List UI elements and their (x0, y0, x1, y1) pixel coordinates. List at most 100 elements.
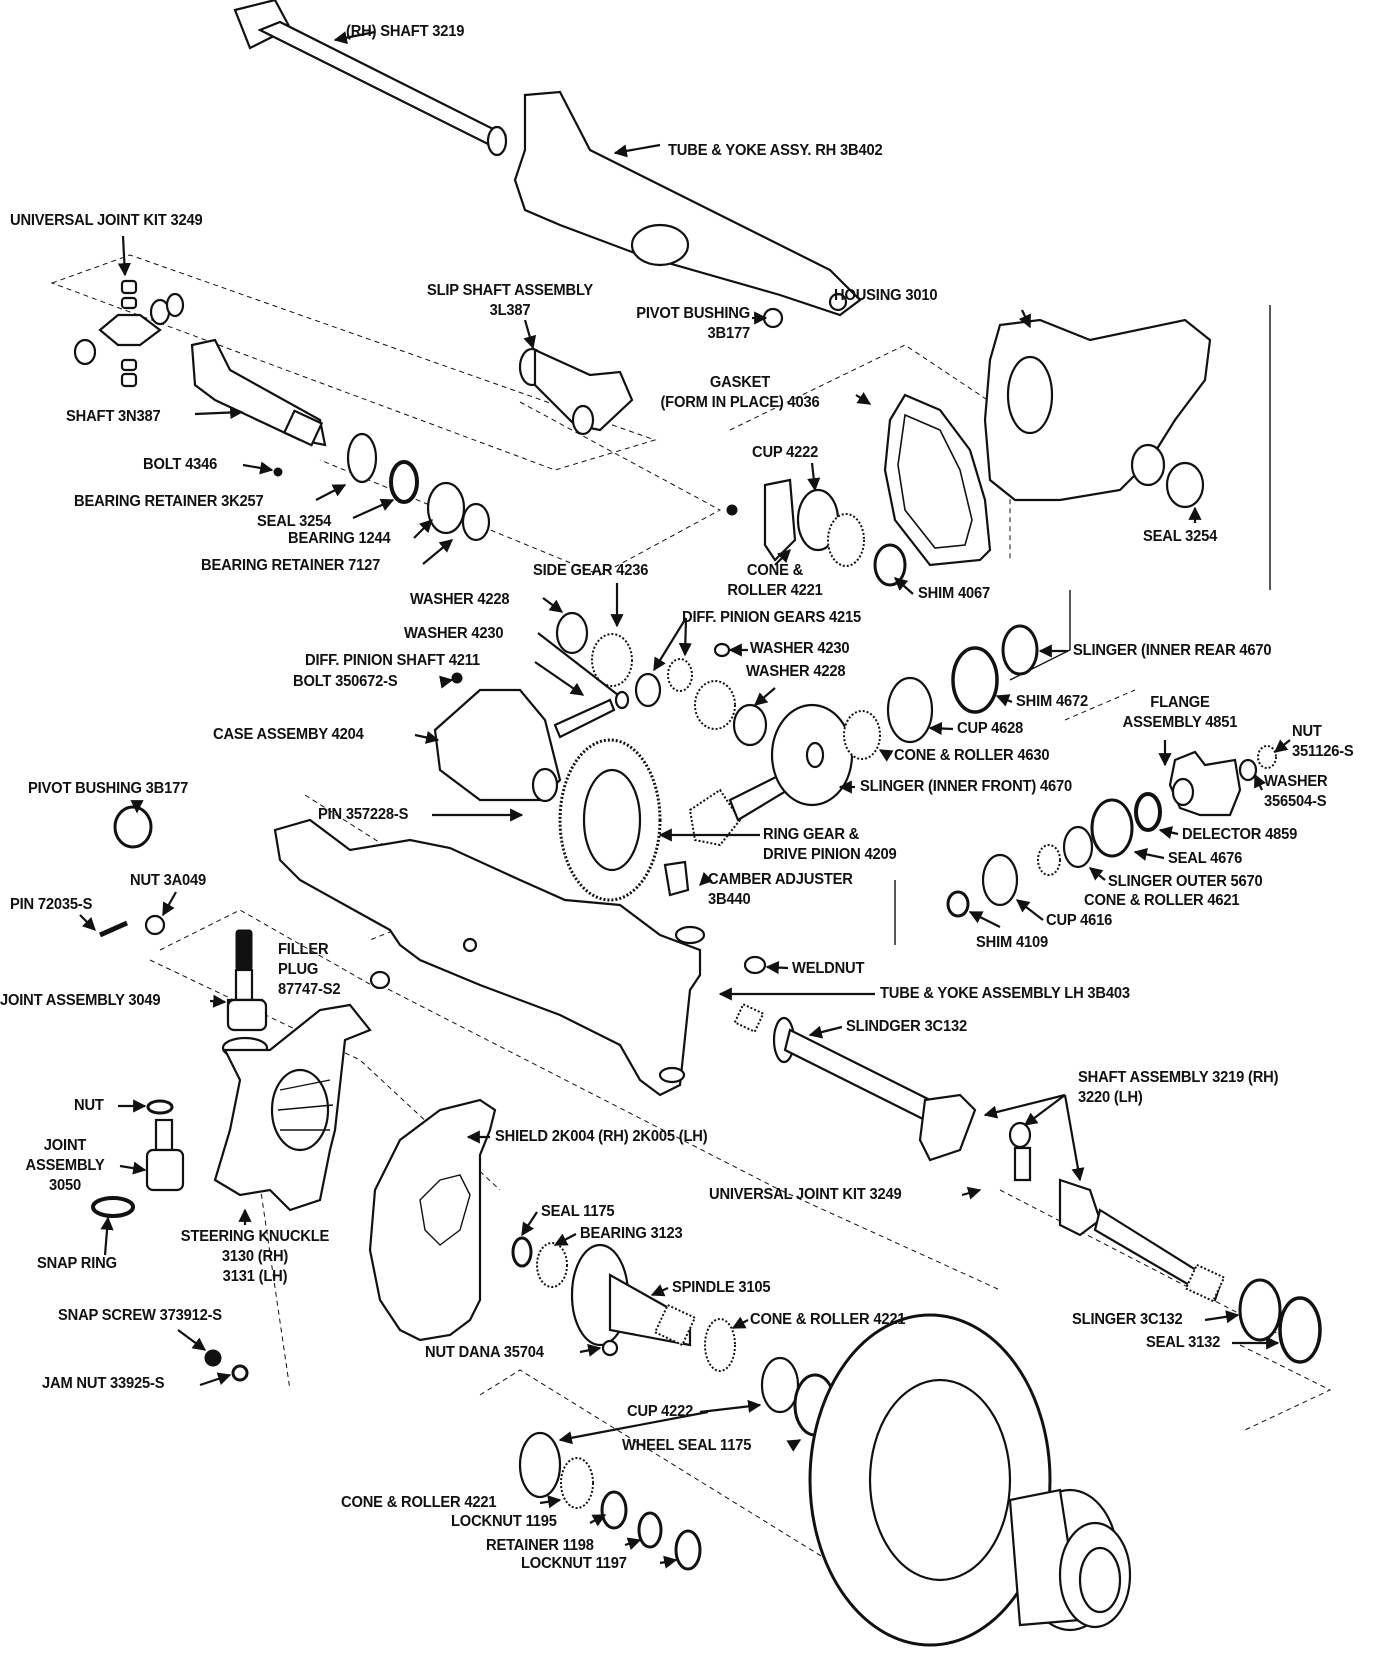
pivot-bushing-3b177-left-part (113, 805, 153, 849)
bearing-retainer-7127-part (461, 502, 491, 542)
cup-4628-part (886, 676, 934, 744)
tube-yoke-rh-part (513, 90, 862, 317)
bearing-3123-part (536, 1242, 568, 1288)
cone-roller-4630-part (843, 710, 881, 760)
pin-72035-s-part (98, 920, 129, 938)
cup-4616-part (981, 853, 1019, 907)
cone-roller-4621-part (1037, 844, 1061, 876)
label-shaft-assembly-3219-3220: SHAFT ASSEMBLY 3219 (RH) 3220 (LH) (1078, 1069, 1279, 1106)
label-universal-joint-kit-3249-top: UNIVERSAL JOINT KIT 3249 (10, 212, 203, 229)
joint-assembly-3050-part (145, 1118, 185, 1192)
label-delector-4859: DELECTOR 4859 (1182, 826, 1298, 843)
label-shim-4067: SHIM 4067 (918, 585, 990, 602)
label-camber-adjuster-3b440: CAMBER ADJUSTER 3B440 (708, 871, 853, 908)
label-seal-4676: SEAL 4676 (1168, 850, 1243, 867)
label-wheel-seal-1175: WHEEL SEAL 1175 (622, 1437, 752, 1454)
slip-shaft-assembly-part (518, 347, 634, 436)
label-bearing-3123: BEARING 3123 (580, 1225, 683, 1242)
pivot-bushing-top-part (762, 307, 784, 329)
label-spindle-3105: SPINDLE 3105 (672, 1279, 771, 1296)
weldnut-part (743, 955, 767, 975)
label-slindger-3c132: SLINDGER 3C132 (846, 1018, 967, 1035)
washer-4230-left-part (614, 690, 630, 710)
label-slinger-outer-5670: SLINGER OUTER 5670 (1108, 873, 1263, 890)
label-tube-yoke-rh-3b402: TUBE & YOKE ASSY. RH 3B402 (668, 142, 883, 159)
label-case-assembly-4204: CASE ASSEMBY 4204 (213, 726, 364, 743)
label-washer-4228-right: WASHER 4228 (746, 663, 846, 680)
label-slinger-inner-rear-4670: SLINGER (INNER REAR 4670 (1073, 642, 1272, 659)
label-cone-roller-4621: CONE & ROLLER 4621 (1084, 892, 1240, 909)
jam-nut-part (231, 1364, 249, 1382)
label-snap-screw-373912-s: SNAP SCREW 373912-S (58, 1307, 222, 1324)
nut-351126-s-part (1257, 745, 1277, 769)
label-nut-dana-35704: NUT DANA 35704 (425, 1344, 544, 1361)
gasket-inner-outline (897, 413, 973, 549)
label-side-gear-4236: SIDE GEAR 4236 (533, 562, 649, 579)
label-diff-pinion-shaft-4211: DIFF. PINION SHAFT 4211 (305, 652, 480, 669)
bolt-cap-part (726, 504, 738, 516)
seal-3254-left-part (389, 460, 419, 504)
label-rh-shaft-3219: (RH) SHAFT 3219 (346, 23, 465, 40)
camber-adjuster-part (663, 860, 690, 897)
label-bolt-4346: BOLT 4346 (143, 456, 218, 473)
label-locknut-1195: LOCKNUT 1195 (451, 1513, 557, 1530)
bearing-cap-part (763, 478, 797, 562)
cup-4222-bottom-left-part (518, 1431, 562, 1499)
washer-4228-left-part (555, 611, 589, 655)
label-cup-4628: CUP 4628 (957, 720, 1024, 737)
label-pivot-bushing-3b177-top: PIVOT BUSHING 3B177 (636, 305, 750, 342)
label-bearing-retainer-7127: BEARING RETAINER 7127 (201, 557, 381, 574)
flange-hub (1171, 777, 1195, 807)
universal-joint-kit-part-top (73, 279, 185, 388)
label-pin-357228-s: PIN 357228-S (318, 806, 409, 823)
label-locknut-1197: LOCKNUT 1197 (521, 1555, 627, 1572)
label-nut-3a049: NUT 3A049 (130, 872, 207, 889)
label-nut-351126-s: NUT 351126-S (1292, 723, 1354, 760)
snap-screw-part (204, 1349, 222, 1367)
housing-3010-part (983, 318, 1212, 509)
slinger-outer-5670-part (1062, 825, 1094, 869)
ring-gear-inner (582, 768, 642, 872)
label-bearing-1244: BEARING 1244 (288, 530, 391, 547)
side-gear-right-part (694, 680, 736, 730)
label-universal-joint-kit-3249-bottom: UNIVERSAL JOINT KIT 3249 (709, 1186, 902, 1203)
label-seal-3254-left: SEAL 3254 (257, 513, 332, 530)
delector-4859-part (1134, 792, 1162, 832)
case-hub (531, 767, 559, 803)
gasket-4036-part (883, 393, 992, 567)
cone-roller-4221-top-part (827, 513, 865, 567)
label-cone-roller-4221-top: CONE & ROLLER 4221 (727, 562, 823, 599)
bolt-350672-s-part (451, 672, 463, 684)
slinger-inner-rear-part (1001, 624, 1039, 676)
filler-plug-part (369, 970, 391, 990)
snap-ring-part (91, 1196, 135, 1218)
shim-4109-part (946, 890, 970, 918)
locknut-1195-part (600, 1490, 628, 1530)
rh-shaft-3219-part (233, 0, 508, 157)
retainer-1198-part (637, 1511, 663, 1549)
washer-4230-right-part (713, 642, 731, 658)
label-cup-4222-top: CUP 4222 (752, 444, 819, 461)
label-cup-4222-bottom: CUP 4222 (627, 1403, 694, 1420)
label-flange-assembly-4851: FLANGE ASSEMBLY 4851 (1122, 694, 1238, 731)
label-joint-assembly-3049: JOINT ASSEMBLY 3049 (0, 992, 161, 1009)
shield-cutout (419, 1174, 471, 1246)
locknut-1197-part (674, 1529, 702, 1571)
rotor-hub-part (808, 1313, 1132, 1647)
label-housing-3010: HOUSING 3010 (834, 287, 938, 304)
label-jam-nut-33925-s: JAM NUT 33925-S (42, 1375, 165, 1392)
label-cone-roller-4221-mid: CONE & ROLLER 4221 (750, 1311, 906, 1328)
label-cone-roller-4630: CONE & ROLLER 4630 (894, 747, 1050, 764)
shaft-3n387-part (190, 338, 327, 447)
label-washer-4228-left: WASHER 4228 (410, 591, 510, 608)
label-filler-plug-87747-s2: FILLER PLUG 87747-S2 (278, 941, 341, 998)
cone-roller-4221-mid-part (704, 1318, 736, 1372)
label-retainer-1198: RETAINER 1198 (486, 1537, 594, 1554)
label-washer-4230-left: WASHER 4230 (404, 625, 504, 642)
shaft-assembly-lh-part (733, 1002, 1322, 1364)
shield-part (368, 1098, 497, 1342)
label-washer-4230-right: WASHER 4230 (750, 640, 850, 657)
label-tube-yoke-lh-3b403: TUBE & YOKE ASSEMBLY LH 3B403 (880, 985, 1130, 1002)
label-seal-1175: SEAL 1175 (541, 1203, 615, 1220)
